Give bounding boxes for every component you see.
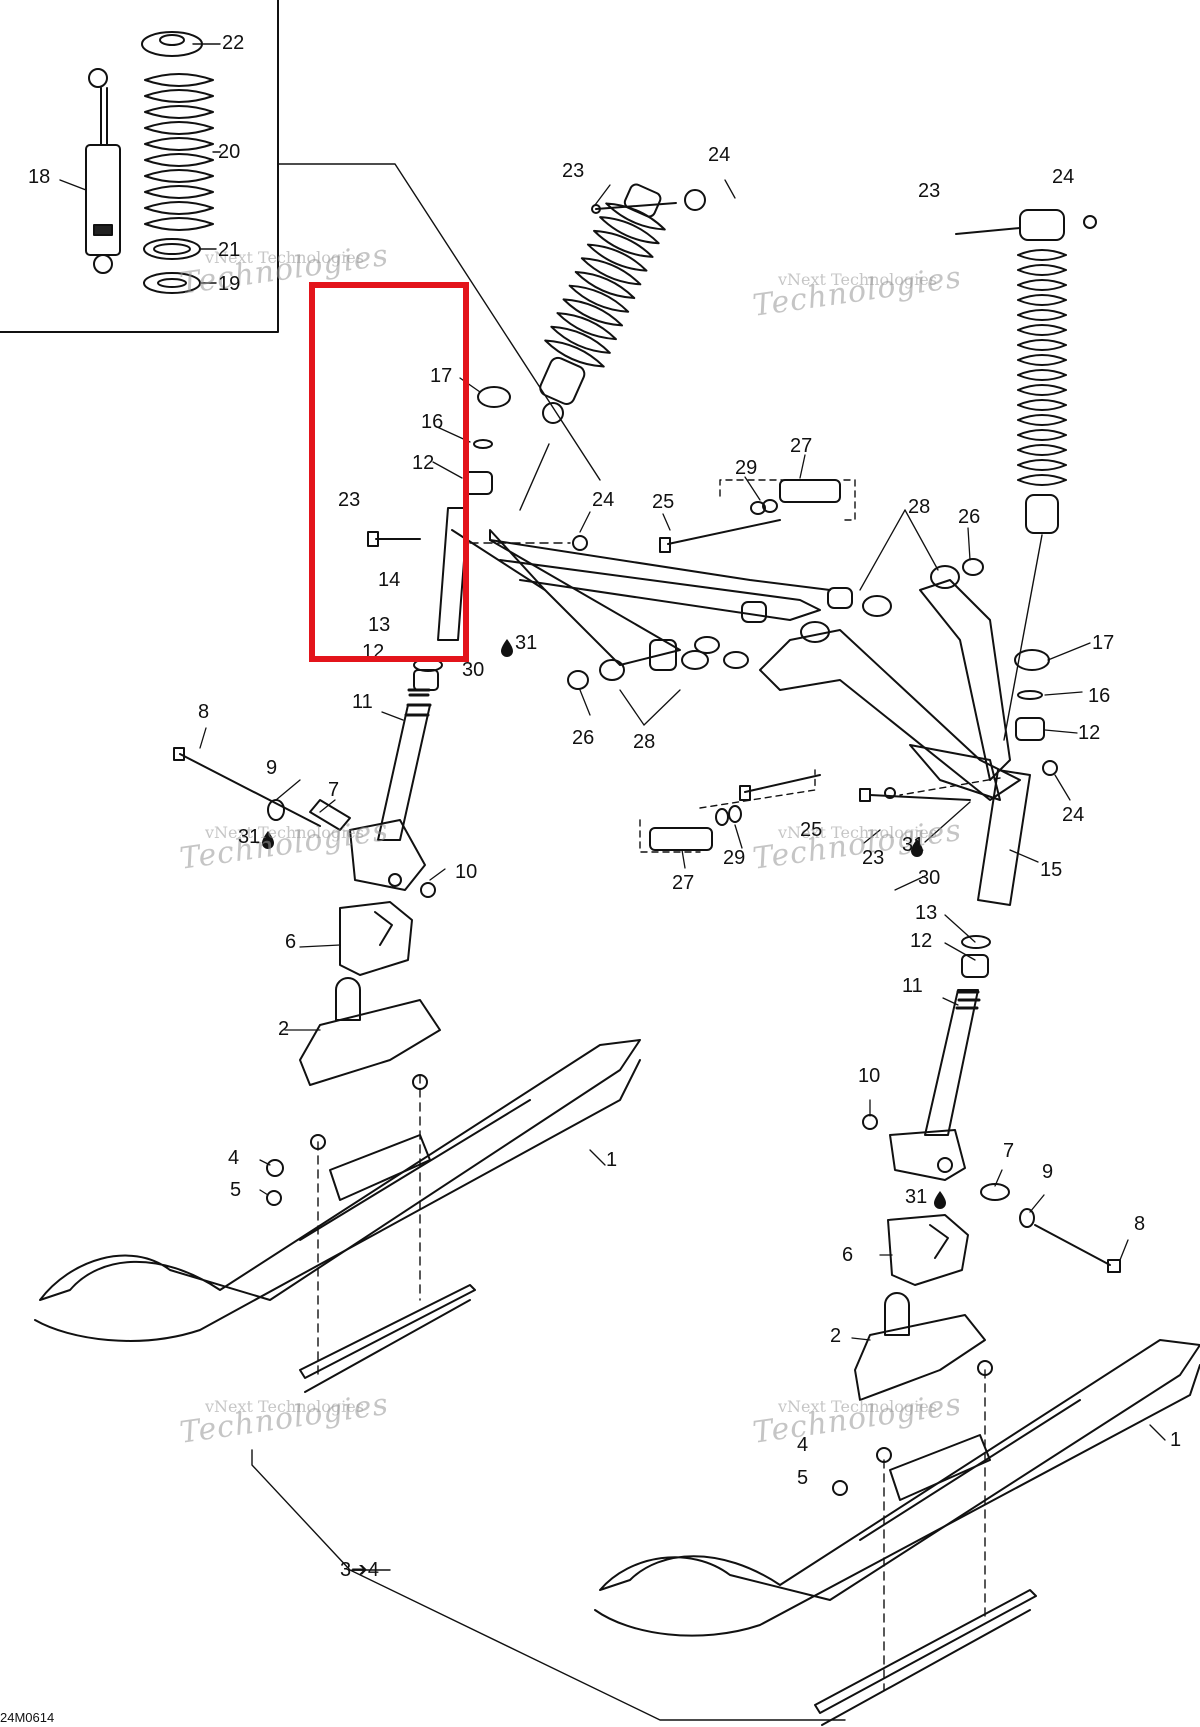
callout-2: 2 <box>278 1018 290 1040</box>
callout-13: 13 <box>368 614 391 636</box>
callout-7: 7 <box>328 779 340 801</box>
callout-13: 13 <box>915 902 938 924</box>
bumper-6-left <box>339 901 413 976</box>
spindle-14 <box>437 507 469 641</box>
callout-23: 23 <box>862 847 885 869</box>
right-shock <box>1017 209 1067 534</box>
callout-31: 31 <box>515 632 538 654</box>
callout-6: 6 <box>842 1244 854 1266</box>
highlight-box <box>309 282 469 662</box>
callout-9: 9 <box>1042 1161 1054 1183</box>
ski-adaptor-2-left <box>299 977 441 1086</box>
callout-24: 24 <box>1052 166 1075 188</box>
callout-4: 4 <box>797 1434 809 1456</box>
callout-8: 8 <box>1134 1213 1146 1235</box>
callout-5: 5 <box>797 1467 809 1489</box>
callout-30: 30 <box>918 867 941 889</box>
callout-17: 17 <box>430 365 453 387</box>
callout-31: 31 <box>902 834 925 856</box>
ski-1-right <box>599 1339 1200 1601</box>
callout-27: 27 <box>790 435 813 457</box>
callout-8: 8 <box>198 701 210 723</box>
callout-23: 23 <box>562 160 585 182</box>
ski-leg-11-right <box>924 989 979 1136</box>
callout-29: 29 <box>723 847 746 869</box>
callout-29: 29 <box>735 457 758 479</box>
bumper-6-right <box>887 1214 969 1286</box>
callout-5: 5 <box>230 1179 242 1201</box>
callout-27: 27 <box>672 872 695 894</box>
callout-26: 26 <box>958 506 981 528</box>
callout-16: 16 <box>1088 685 1111 707</box>
callout-10: 10 <box>455 861 478 883</box>
figure-id: 24M0614 <box>0 1710 55 1725</box>
ski-leg-11-left <box>377 704 431 841</box>
callout-15: 15 <box>1040 859 1063 881</box>
callout-14: 14 <box>378 569 401 591</box>
callout-25: 25 <box>652 491 675 513</box>
callout-28: 28 <box>908 496 931 518</box>
callout-6: 6 <box>285 931 297 953</box>
washer-19 <box>143 272 201 294</box>
callout-12: 12 <box>1078 722 1101 744</box>
callout-31: 31 <box>905 1186 928 1208</box>
callout-26: 26 <box>572 727 595 749</box>
callout-28: 28 <box>633 731 656 753</box>
callout-31: 31 <box>238 826 261 848</box>
callout-20: 20 <box>218 141 241 163</box>
callout-17: 17 <box>1092 632 1115 654</box>
ski-adaptor-2-right <box>854 1292 986 1401</box>
callout-24: 24 <box>708 144 731 166</box>
callout-30: 30 <box>462 659 485 681</box>
inset-leader <box>277 163 601 481</box>
callout-11: 11 <box>352 691 373 713</box>
inset-frame <box>0 0 279 333</box>
spindle-15 <box>977 769 1031 906</box>
ski-1-left <box>39 1039 641 1301</box>
callout-23: 23 <box>338 489 361 511</box>
callout-21: 21 <box>218 239 241 261</box>
callout-1: 1 <box>606 1149 618 1171</box>
callout-1: 1 <box>1170 1429 1182 1451</box>
callout-24: 24 <box>592 489 615 511</box>
shock-absorber-18 <box>85 68 121 274</box>
callout-9: 9 <box>266 757 278 779</box>
callout-11: 11 <box>902 975 923 997</box>
callout-23: 23 <box>918 180 941 202</box>
callout-10: 10 <box>858 1065 881 1087</box>
upper-a-arm-right <box>759 629 1021 801</box>
callout-19: 19 <box>218 273 241 295</box>
callout-25: 25 <box>800 819 823 841</box>
callout-2: 2 <box>830 1325 842 1347</box>
runner-left <box>299 1284 476 1379</box>
callout-4: 4 <box>228 1147 240 1169</box>
callout-7: 7 <box>1003 1140 1015 1162</box>
callout-24: 24 <box>1062 804 1085 826</box>
left-shock <box>539 183 666 405</box>
callout-16: 16 <box>421 411 444 433</box>
callout-3-4: 3➔4 <box>340 1559 380 1581</box>
runner-right <box>814 1589 1037 1714</box>
washer-21 <box>143 238 201 260</box>
callout-12: 12 <box>910 930 933 952</box>
callout-18: 18 <box>28 166 51 188</box>
callout-12: 12 <box>412 452 435 474</box>
callout-22: 22 <box>222 32 245 54</box>
spring-20 <box>144 73 214 231</box>
